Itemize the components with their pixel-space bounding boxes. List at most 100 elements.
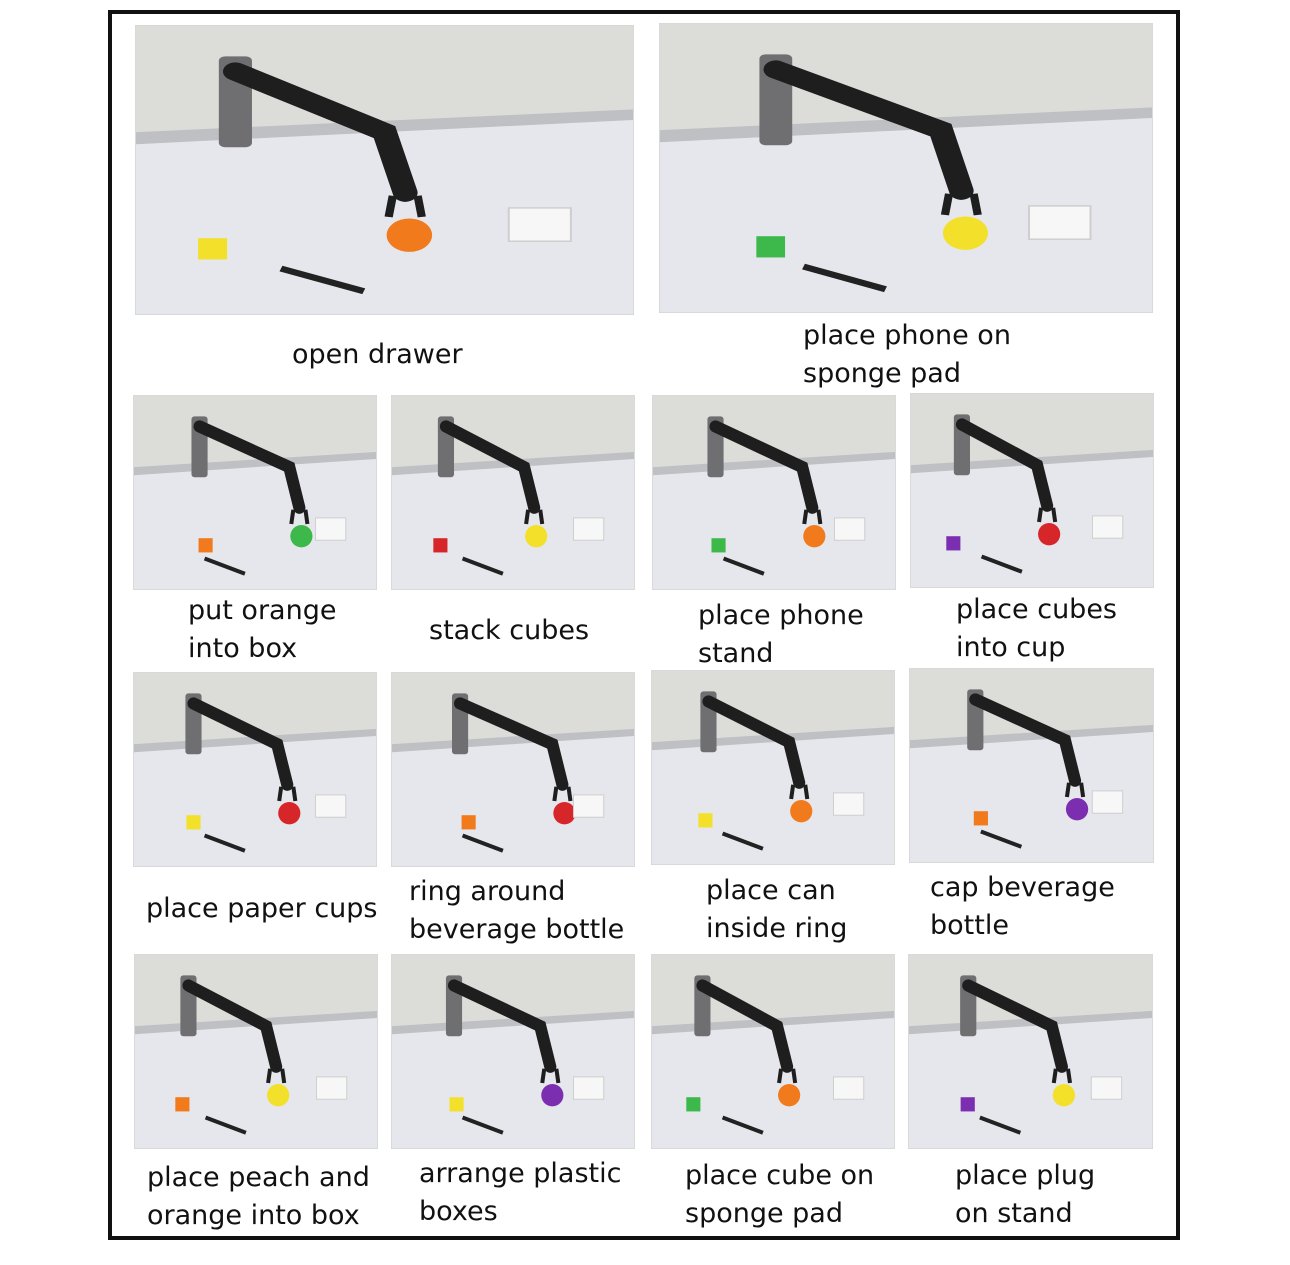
- robot-arm: [969, 693, 1082, 787]
- object: [186, 815, 201, 830]
- object: [290, 525, 313, 548]
- photo-place-can-inside-ring: [651, 670, 895, 865]
- object: [942, 216, 988, 250]
- object: [203, 833, 246, 853]
- robot-arm: [955, 418, 1054, 512]
- object: [980, 829, 1023, 849]
- object: [802, 263, 887, 293]
- object: [572, 517, 605, 541]
- object: [833, 517, 866, 541]
- caption-cap-beverage-bottle: cap beverage bottle: [930, 872, 1115, 941]
- caption-place-plug-on-stand: place plug on stand: [955, 1160, 1096, 1229]
- robot-arm: [696, 979, 794, 1073]
- table-surface: [136, 109, 633, 314]
- robot-gripper: [789, 784, 810, 800]
- robot-gripper: [1051, 1068, 1072, 1084]
- object: [314, 517, 347, 541]
- object: [198, 238, 228, 260]
- robot-arm: [182, 979, 283, 1073]
- scene-illustration: [653, 396, 895, 589]
- robot-arm: [962, 979, 1068, 1073]
- object: [960, 1097, 975, 1112]
- photo-arrange-plastic-boxes: [391, 954, 635, 1149]
- caption-place-phone-stand: place phone stand: [698, 600, 864, 669]
- scene-illustration: [660, 24, 1152, 312]
- robot-gripper: [289, 509, 310, 525]
- robot-arm: [763, 60, 974, 200]
- table-surface: [909, 1010, 1152, 1148]
- object: [461, 833, 504, 853]
- object: [541, 1084, 564, 1107]
- object: [946, 536, 961, 551]
- object: [1091, 515, 1124, 539]
- object: [175, 1097, 190, 1112]
- table-surface: [660, 107, 1152, 312]
- table-surface: [653, 451, 895, 589]
- table-surface: [911, 449, 1153, 587]
- object: [790, 800, 813, 823]
- object: [433, 538, 448, 553]
- table-surface: [135, 1010, 377, 1148]
- caption-place-can-inside-ring: place can inside ring: [706, 875, 848, 944]
- photo-place-cubes-into-cup: [910, 393, 1154, 588]
- caption-place-cubes-into-cup: place cubes into cup: [956, 594, 1117, 663]
- object: [803, 525, 826, 548]
- scene-illustration: [652, 671, 894, 864]
- robot-arm: [447, 979, 557, 1073]
- object: [980, 554, 1023, 574]
- object: [525, 525, 548, 548]
- object: [279, 265, 366, 295]
- robot-arm: [454, 697, 569, 791]
- object: [832, 792, 865, 816]
- object: [778, 1084, 801, 1107]
- table-surface: [134, 728, 376, 866]
- table-surface: [392, 451, 634, 589]
- scene-illustration: [652, 955, 894, 1148]
- object: [979, 1115, 1022, 1135]
- caption-arrange-plastic-boxes: arrange plastic boxes: [419, 1158, 622, 1227]
- photo-place-cube-on-sponge-pad: [651, 954, 895, 1149]
- robot-arm: [193, 420, 306, 514]
- figure-frame: [108, 10, 1180, 1240]
- robot-arm: [702, 695, 806, 789]
- robot-gripper: [384, 195, 426, 218]
- photo-place-paper-cups: [133, 672, 377, 867]
- caption-put-orange-into-box: put orange into box: [188, 595, 337, 664]
- object: [553, 802, 576, 825]
- scene-illustration: [392, 955, 634, 1148]
- object: [278, 802, 301, 825]
- scene-illustration: [135, 955, 377, 1148]
- scene-illustration: [909, 955, 1152, 1148]
- robot-gripper: [266, 1068, 287, 1084]
- object: [721, 831, 764, 851]
- object: [698, 813, 713, 828]
- robot-arm: [709, 420, 819, 514]
- caption-ring-around-beverage-bottle: ring around beverage bottle: [409, 876, 625, 945]
- object: [461, 556, 504, 576]
- scene-illustration: [392, 396, 634, 589]
- robot-gripper: [777, 1068, 798, 1084]
- object: [832, 1076, 865, 1100]
- object: [973, 811, 988, 826]
- robot-arm: [439, 420, 541, 514]
- object: [722, 556, 765, 576]
- photo-put-orange-into-box: [133, 395, 377, 590]
- table-surface: [392, 728, 634, 866]
- object: [1027, 205, 1092, 240]
- object: [267, 1084, 290, 1107]
- scene-illustration: [136, 26, 633, 314]
- object: [572, 1076, 605, 1100]
- robot-arm: [187, 697, 294, 791]
- object: [721, 1115, 764, 1135]
- object: [1091, 790, 1124, 814]
- caption-place-phone-on-sponge-pad: place phone on sponge pad: [803, 320, 1011, 389]
- object: [386, 218, 433, 252]
- photo-place-phone-on-sponge-pad: [659, 23, 1153, 313]
- object: [1038, 523, 1061, 546]
- object: [315, 1076, 348, 1100]
- object: [507, 207, 572, 242]
- scene-illustration: [134, 396, 376, 589]
- table-surface: [652, 726, 894, 864]
- robot-gripper: [802, 509, 823, 525]
- object: [461, 1115, 504, 1135]
